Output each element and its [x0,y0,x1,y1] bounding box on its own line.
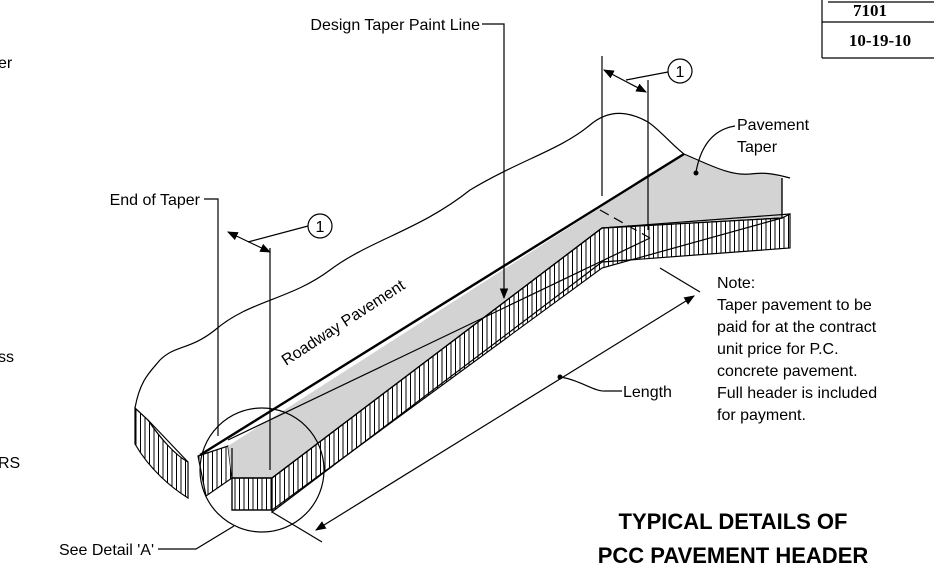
length-leader [559,376,622,392]
drawing-title-line2: PCC PAVEMENT HEADER [598,543,869,568]
standard-date: 10-19-10 [849,31,911,50]
left-cut-label-2: ss [0,349,14,366]
pavement-taper-leader-dot [693,170,699,176]
taper-dashed-line [599,209,651,239]
length-leader-dot [557,374,563,380]
design-taper-leader [482,23,509,300]
taper-outer-edge-end [601,213,791,229]
end-of-taper-leader [204,198,219,436]
note-line-4: concrete pavement. [717,363,858,380]
length-extension-start [271,511,323,543]
note-heading: Note: [717,275,755,292]
length-extension-end [659,267,701,293]
detail-a-leader [158,525,235,550]
design-taper-paint-line [227,237,651,441]
taper-end-wavy [683,153,791,179]
left-cut-label-3: RS [0,455,20,472]
callout-1a-circle [307,213,333,239]
length-label: Length [623,384,672,401]
pavement-taper-label-line2: Taper [737,139,778,156]
taper-outer-edge [271,227,603,479]
note-line-3: unit price for P.C. [717,341,839,358]
length-dimension [315,295,695,531]
note-line-6: for payment. [717,407,806,424]
left-cut-label-1: er [0,55,13,72]
callout-1b-leader [625,71,669,81]
pavement-taper-leader [695,125,736,173]
taper-front-hatch [231,477,273,511]
see-detail-label: See Detail 'A' [59,542,154,559]
end-of-taper-label: End of Taper [110,192,201,209]
taper-top-edge [199,152,685,457]
roadway-edge-top [147,419,189,463]
note-line-5: Full header is included [717,385,877,402]
design-taper-paint-line-label: Design Taper Paint Line [310,17,480,34]
roadway-edge-hatch-left [134,406,189,500]
standard-number: 7101 [853,1,887,20]
drawing-title-line1: TYPICAL DETAILS OF [619,509,848,534]
note-block: Note: Taper pavement to be paid for at t… [717,275,877,424]
roadway-pavement-outline [134,112,685,409]
callout-1a-leader [247,225,309,243]
callout-1a-number: 1 [316,219,325,236]
taper-dimension-top [603,69,647,93]
note-line-1: Taper pavement to be [717,297,872,314]
title-block: 7101 10-19-10 [821,0,934,59]
taper-long-hatch [271,178,791,514]
detail-a-circle [199,407,325,533]
note-line-2: paid for at the contract [717,319,877,336]
pavement-taper-label-line1: Pavement [737,117,810,134]
callout-1b-number: 1 [676,64,685,81]
callout-1b-circle [667,58,693,84]
